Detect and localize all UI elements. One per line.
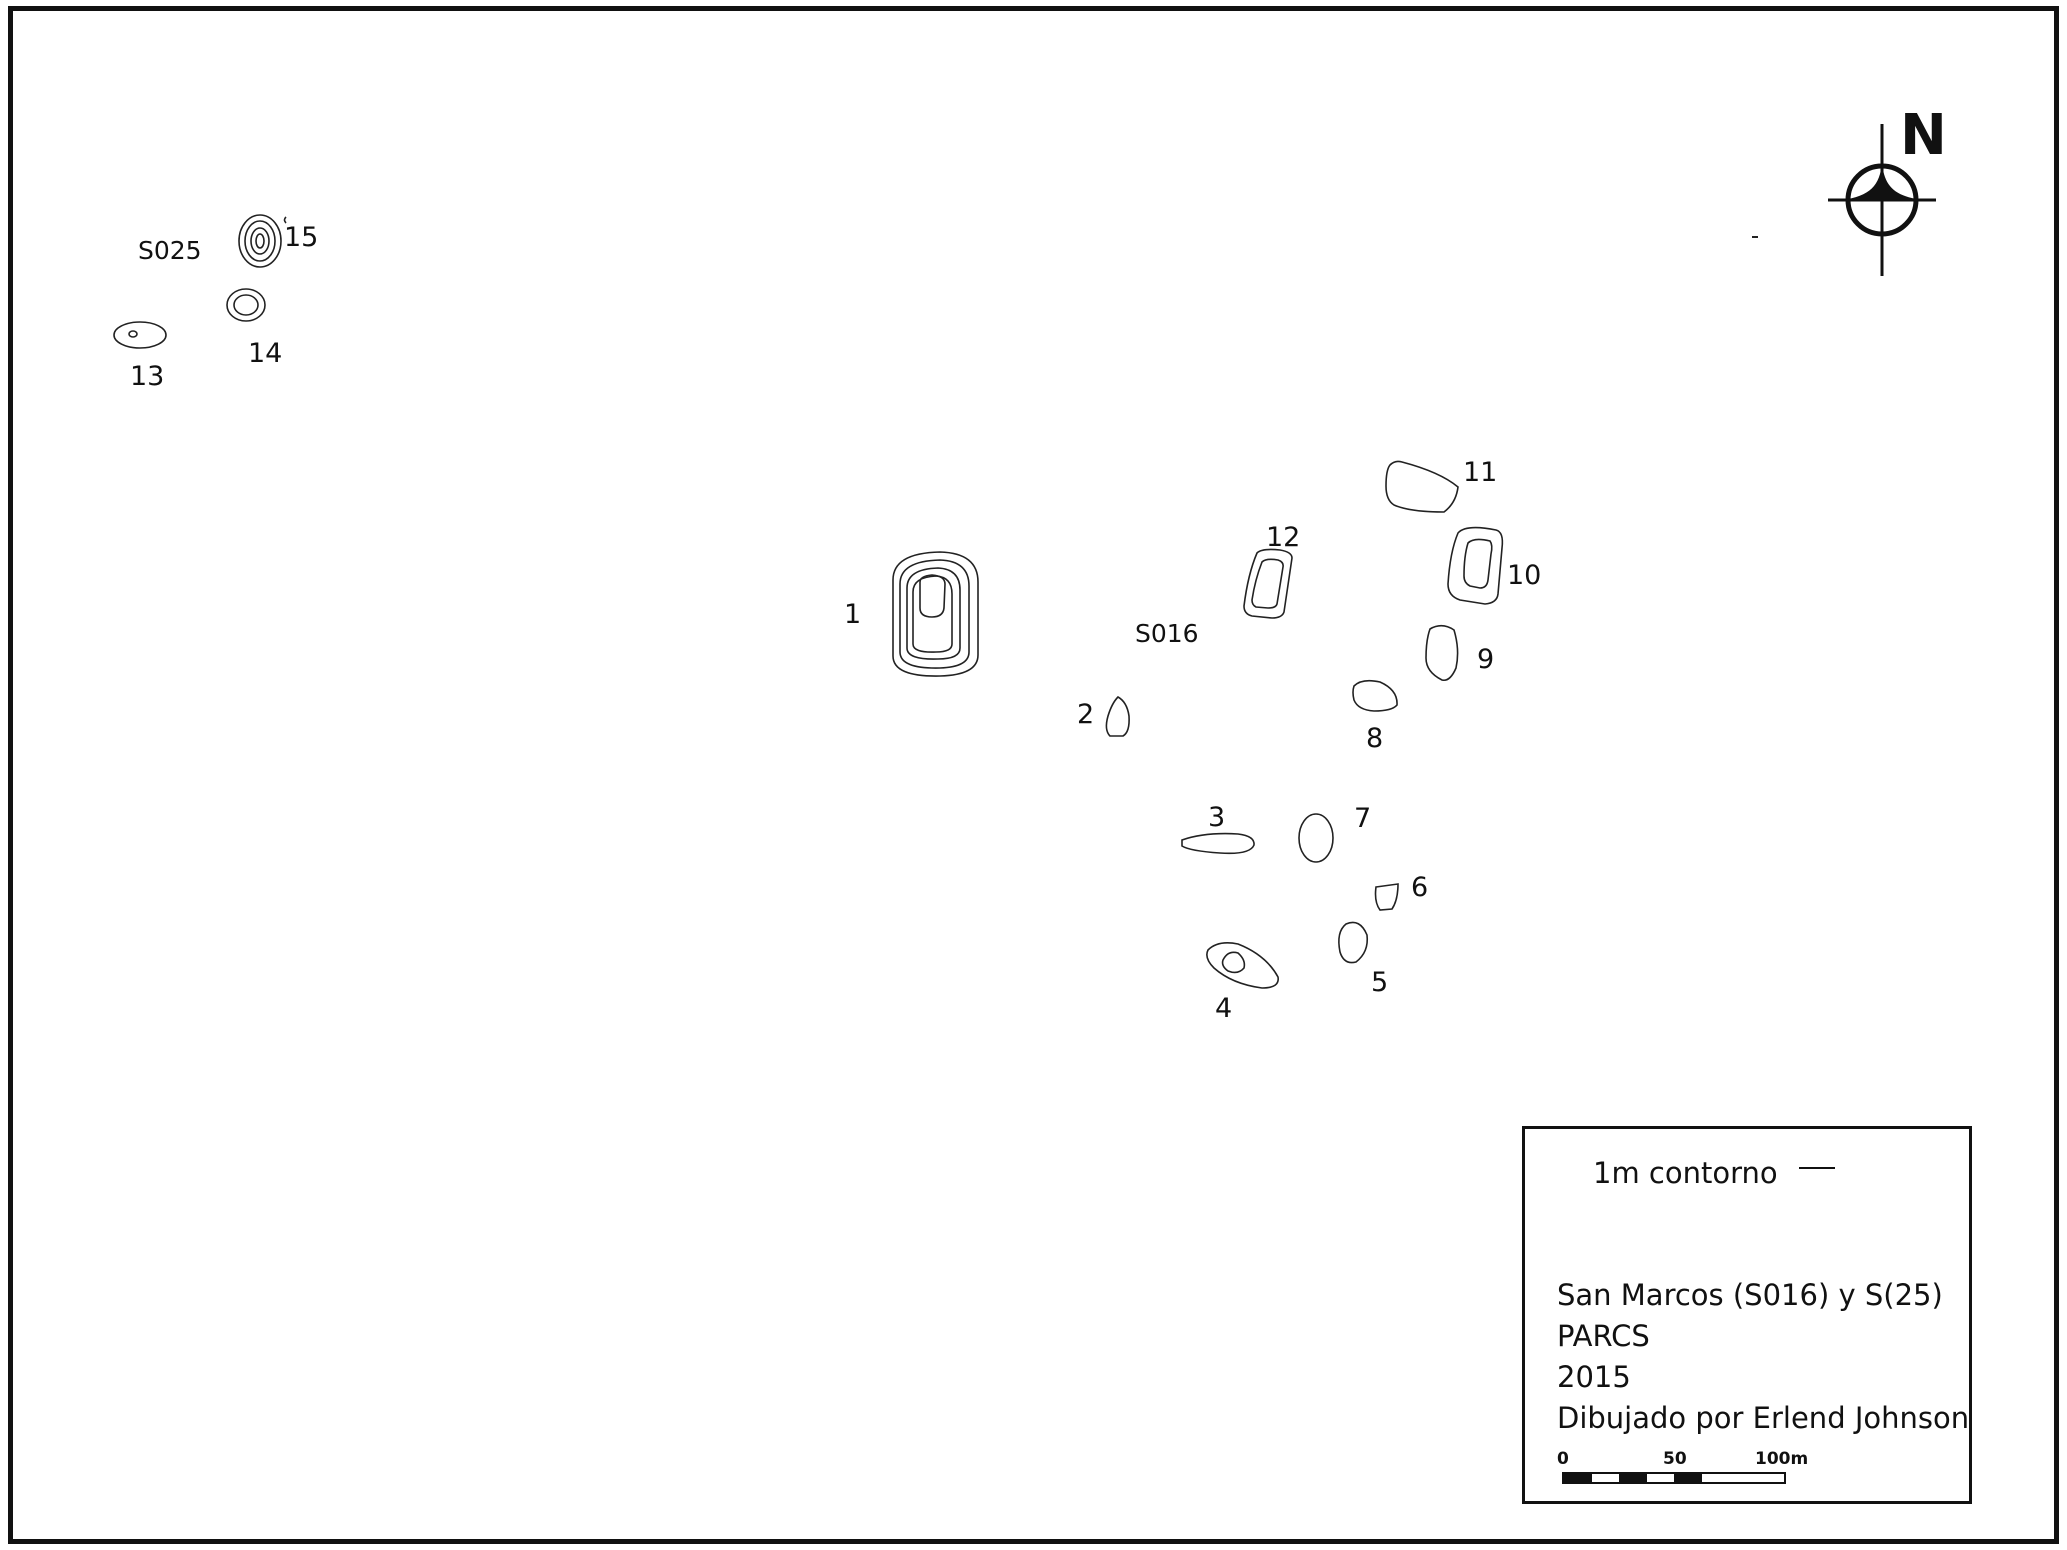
scale-bar-segment	[1701, 1474, 1729, 1482]
scale-bar-segment	[1591, 1474, 1619, 1482]
scale-bar-segment	[1646, 1474, 1674, 1482]
mound-8-contour	[1352, 679, 1398, 712]
mound-label-4: 4	[1215, 993, 1232, 1024]
mound-3-contour	[1181, 832, 1255, 855]
scale-tick-100m: 100m	[1755, 1449, 1809, 1469]
mound-12-contours	[1243, 548, 1293, 619]
mound-10-contours	[1447, 526, 1504, 605]
contour-legend-label: 1m contorno	[1593, 1156, 1778, 1190]
scale-bar-segment	[1756, 1474, 1784, 1482]
mound-label-5: 5	[1371, 967, 1388, 998]
mound-label-14: 14	[248, 338, 282, 369]
map-title: San Marcos (S016) y S(25)	[1557, 1278, 1943, 1312]
north-label: N	[1900, 103, 1947, 168]
mound-label-2: 2	[1077, 699, 1094, 730]
mound-7-contour	[1298, 813, 1334, 863]
scale-bar-segment	[1619, 1474, 1647, 1482]
mound-label-6: 6	[1411, 872, 1428, 903]
scale-tick-50: 50	[1663, 1449, 1687, 1469]
scale-bar-segment	[1674, 1474, 1702, 1482]
mound-1-contours	[892, 551, 979, 677]
mound-label-11: 11	[1463, 457, 1497, 488]
mound-13-contours	[113, 321, 167, 349]
site-label-s025: S025	[138, 236, 202, 265]
contour-legend-line	[1799, 1167, 1835, 1169]
scale-bar	[1562, 1472, 1786, 1484]
mound-label-7: 7	[1354, 803, 1371, 834]
mound-label-15: 15	[284, 222, 318, 253]
mound-2-contour	[1105, 696, 1130, 737]
mound-label-3: 3	[1208, 802, 1225, 833]
map-year: 2015	[1557, 1360, 1631, 1394]
mound-label-8: 8	[1366, 723, 1383, 754]
north-arrow-icon: N	[1828, 103, 1947, 276]
mound-label-1: 1	[844, 599, 861, 630]
mound-label-9: 9	[1477, 644, 1494, 675]
mound-6-contour	[1374, 883, 1399, 911]
mound-15-contours	[238, 214, 282, 268]
legend-box: 1m contorno San Marcos (S016) y S(25) PA…	[1522, 1126, 1972, 1504]
mound-label-10: 10	[1507, 560, 1541, 591]
mound-5-contour	[1338, 921, 1369, 964]
mound-label-13: 13	[130, 361, 164, 392]
contour-mark	[283, 216, 287, 224]
scale-bar-segment	[1564, 1474, 1592, 1482]
scale-bar-segment	[1729, 1474, 1757, 1482]
mound-11-contour	[1385, 460, 1459, 513]
mound-14-contours	[226, 288, 266, 322]
mound-4-contours	[1206, 942, 1279, 989]
scale-tick-0: 0	[1557, 1449, 1569, 1469]
map-credit: Dibujado por Erlend Johnson	[1557, 1401, 1970, 1435]
site-label-s016: S016	[1135, 619, 1199, 648]
mound-9-contour	[1425, 624, 1459, 682]
mound-label-12: 12	[1266, 522, 1300, 553]
map-organization: PARCS	[1557, 1319, 1650, 1353]
